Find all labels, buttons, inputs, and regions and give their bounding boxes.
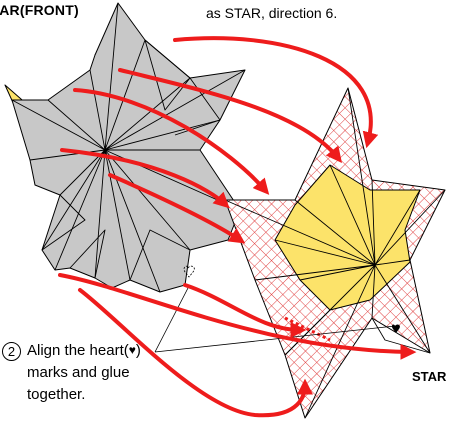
front-title: STAR(FRONT)	[0, 2, 79, 18]
star-title: STAR	[412, 369, 447, 384]
alignment-arrows	[58, 36, 417, 418]
heart-mark-solid-icon	[391, 324, 400, 333]
gray-star-piece	[4, 2, 246, 293]
circled-number-icon: 2	[2, 342, 21, 361]
arrow-4-icon	[60, 148, 230, 209]
arrow-6-icon	[183, 283, 307, 338]
instruction-text-a: Align the heart(	[27, 342, 129, 359]
arrow-3-icon	[73, 88, 270, 195]
arrow-5-icon	[108, 173, 246, 244]
callout-leader-lines	[154, 287, 396, 353]
instruction-line-3: together.	[27, 386, 86, 403]
heart-icon: ♥	[128, 343, 136, 357]
arrow-8-icon	[78, 288, 313, 418]
arrow-7-icon	[58, 273, 417, 360]
arrow-2-icon	[118, 68, 342, 164]
instruction-line-1: Align the heart(♥)	[27, 342, 141, 359]
heart-mark-outline-icon	[183, 265, 195, 278]
top-note: as STAR, direction 6.	[206, 5, 338, 21]
instruction-text-b: )	[135, 342, 141, 359]
instruction-line-2: marks and glue	[27, 364, 130, 381]
arrow-1-icon	[173, 36, 379, 149]
